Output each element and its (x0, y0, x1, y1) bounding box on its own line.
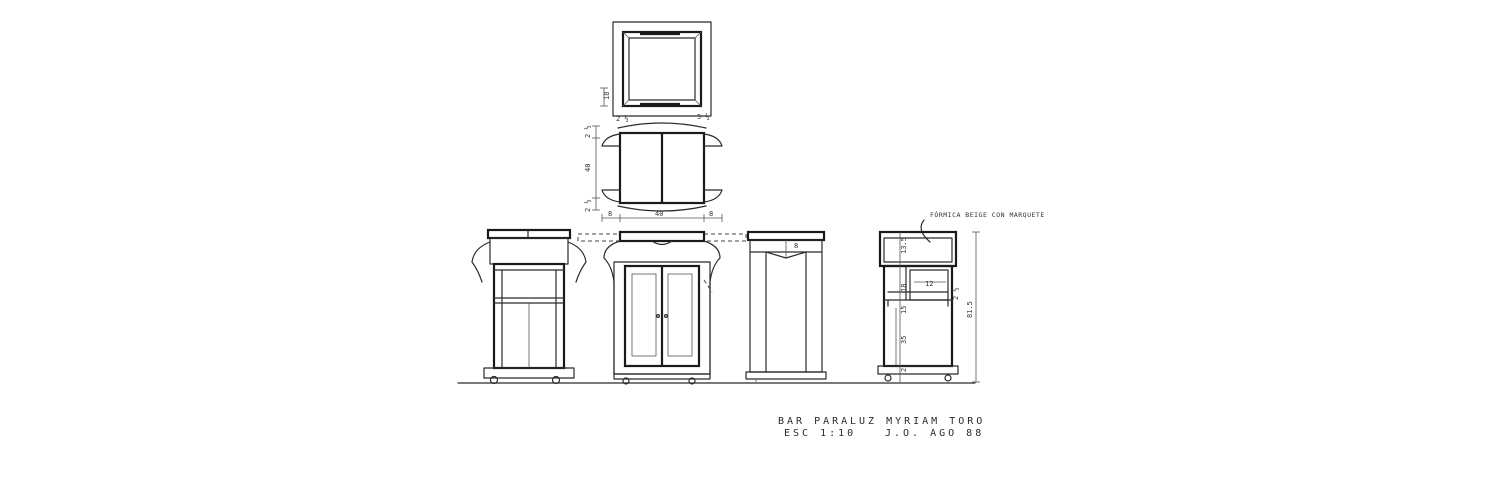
title-line2-left: ESC 1:10 (784, 428, 856, 439)
dim-side-top: 8 (794, 242, 798, 250)
title-block: BAR PARA LUZ MYRIAM TORO ESC 1:10 J.O. A… (778, 416, 985, 439)
dim-bottom-left-small: 2 ½ (616, 115, 629, 123)
material-note: FÓRMICA BEIGE CON MARQUETE (930, 210, 1045, 219)
dim-sec-total: 81.5 (966, 301, 974, 318)
title-line2-right: J.O. AGO 88 (885, 428, 984, 439)
dim-sec-drawer-width: 12 (925, 280, 933, 288)
dim-sec-low: 35 (900, 336, 908, 344)
dim-mid-plan-height: 40 (584, 164, 592, 172)
dim-width-right: 8 (709, 210, 713, 218)
elevation-side-plain: 8 (745, 230, 827, 382)
dim-width-left: 8 (608, 210, 612, 218)
dim-sec-top: 13.5 (900, 237, 908, 254)
dim-sec-small: 2 ½ (952, 287, 960, 300)
dim-top-right-small: 5 ½ (697, 113, 710, 121)
elevation-front (577, 230, 747, 385)
dim-sec-shelf: 18 (900, 284, 908, 292)
elevation-side-cart (471, 228, 587, 385)
dim-mid-plan-top: 2 ½ (584, 125, 592, 138)
title-line1-left: BAR PARA (778, 416, 850, 427)
top-plan-view: 18 2 ½ 5 ½ (600, 21, 712, 123)
elevation-section: 13.5 18 15 35 2 12 2 ½ 81.5 FÓRMICA BEIG… (877, 210, 1045, 383)
dim-width-center: 40 (655, 210, 663, 218)
middle-plan-view: 2 ½ 40 2 ½ 8 40 8 (584, 122, 723, 222)
dim-sec-base: 2 (900, 368, 908, 372)
dim-sec-extra: 15 (900, 306, 908, 314)
title-line1-right: LUZ MYRIAM TORO (850, 416, 985, 427)
dim-top-plan-depth: 18 (603, 92, 611, 100)
dim-mid-plan-bottom: 2 ½ (584, 199, 592, 212)
